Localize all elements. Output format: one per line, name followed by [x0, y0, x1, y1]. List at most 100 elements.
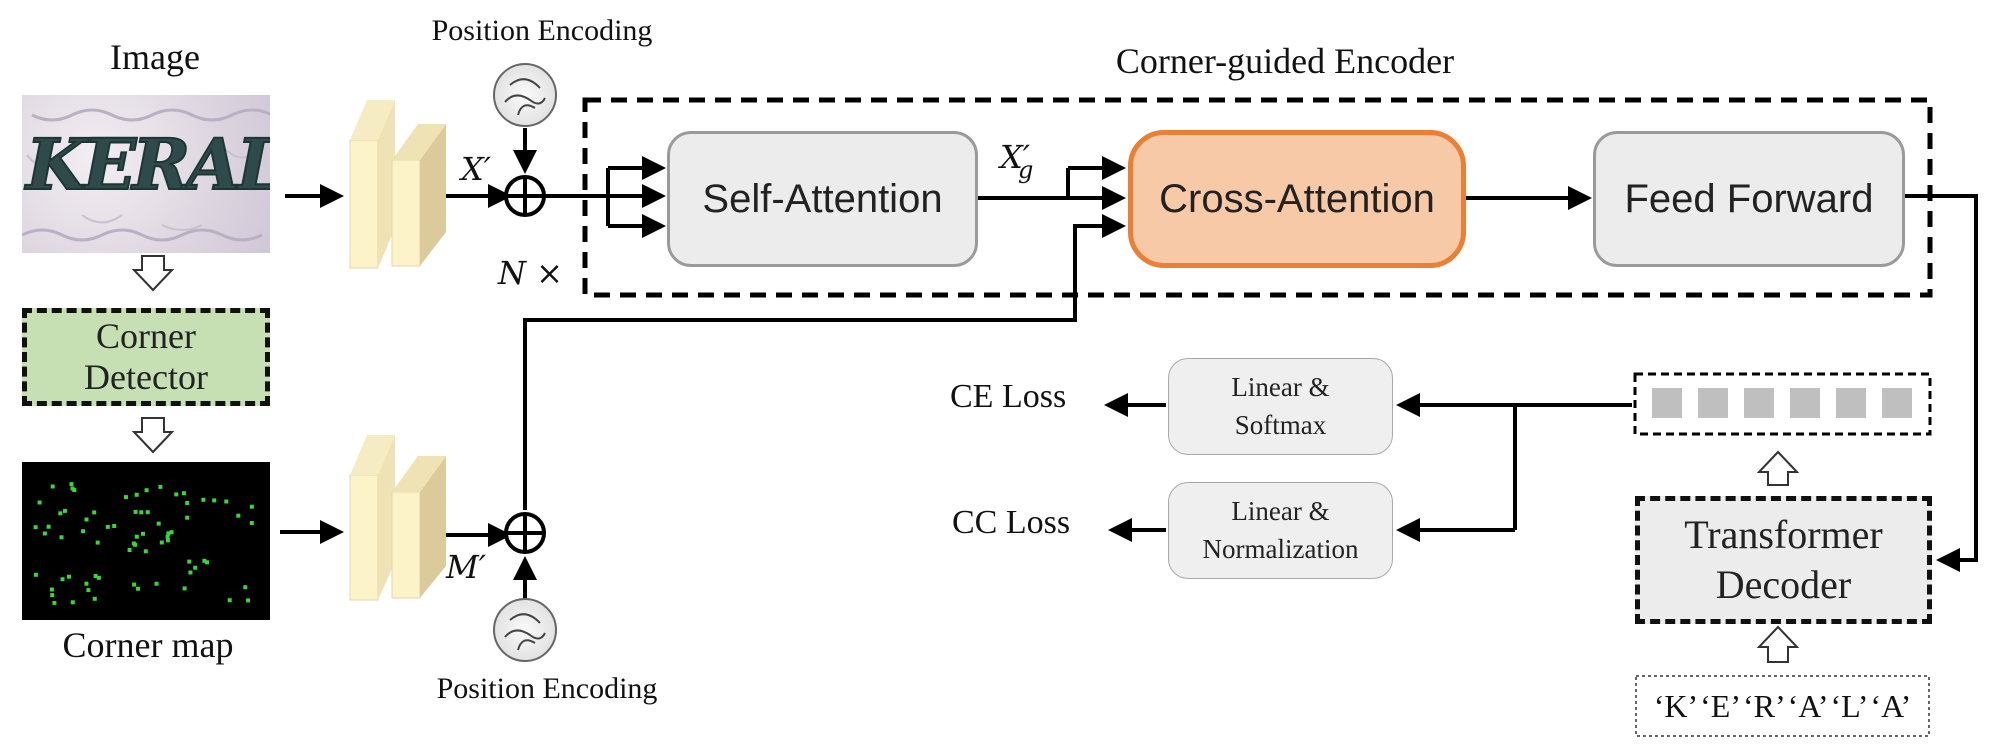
corner-point: [187, 559, 192, 564]
self-attention-box: Self-Attention: [667, 131, 978, 267]
hollow-arrow-icon: [1756, 450, 1800, 486]
token-box: [1635, 675, 1930, 737]
cc-loss-label: CC Loss: [952, 504, 1071, 541]
corner-point: [165, 538, 170, 543]
corner-point: [127, 548, 132, 552]
corner-point: [84, 581, 89, 586]
token: ‘E’: [1700, 688, 1741, 724]
position-encoding-label-bottom: Position Encoding: [436, 672, 658, 705]
corner-point: [70, 600, 75, 605]
corner-point: [42, 531, 47, 536]
token: ‘A’: [1870, 688, 1912, 724]
corner-point: [60, 577, 65, 582]
hollow-arrow-icon: [131, 417, 175, 454]
corner-detector-line2: Detector: [84, 357, 208, 397]
corner-point: [165, 534, 170, 539]
corner-point: [181, 491, 186, 496]
corner-point: [33, 572, 38, 577]
corner-point: [188, 570, 193, 575]
corner-point: [212, 498, 217, 503]
corner-detector-line1: Corner: [96, 315, 196, 356]
add-operator-top: [504, 175, 546, 217]
corner-point: [156, 521, 161, 526]
input-image: KERALA: [22, 95, 270, 253]
image-label: Image: [110, 37, 200, 77]
corner-point: [144, 488, 149, 493]
corner-point: [236, 513, 241, 518]
x-prime-label: X′: [461, 150, 492, 188]
feed-forward-label: Feed Forward: [1624, 176, 1874, 221]
corner-point: [224, 499, 229, 504]
image-text: KERALA: [25, 122, 270, 207]
corner-point: [158, 484, 163, 489]
corner-point: [67, 574, 71, 579]
corner-point: [139, 510, 144, 515]
corner-point: [159, 540, 164, 545]
add-operator-bottom: [504, 512, 546, 554]
corner-point: [95, 540, 100, 545]
m-prime-label: M′: [446, 548, 487, 586]
token-sequence: ‘K’‘E’‘R’‘A’‘L’‘A’: [1636, 688, 1929, 725]
feed-forward-box: Feed Forward: [1593, 131, 1905, 267]
corner-point: [96, 575, 101, 580]
cross-attention-box: Cross-Attention: [1128, 130, 1466, 268]
corner-point: [124, 495, 128, 500]
corner-point: [58, 511, 63, 516]
corner-point: [33, 525, 38, 530]
corner-point: [145, 510, 150, 515]
self-attention-label: Self-Attention: [702, 176, 943, 221]
token: ‘A’: [1787, 688, 1829, 724]
corner-point: [182, 586, 187, 591]
position-encoding-icon: [493, 598, 557, 662]
linear-softmax-line2: Softmax: [1234, 409, 1327, 440]
corner-point: [37, 500, 42, 505]
transformer-decoder-line2: Decoder: [1715, 562, 1852, 607]
corner-point: [141, 531, 145, 536]
token: ‘K’: [1653, 688, 1699, 724]
corner-point: [59, 535, 64, 540]
corner-point: [52, 600, 57, 605]
x-g-prime-label: X′g: [1000, 138, 1034, 184]
corner-point: [185, 515, 190, 520]
corner-point: [201, 497, 206, 502]
corner-point: [92, 510, 97, 515]
corner-point: [202, 558, 207, 563]
n-times-label: N ×: [498, 254, 563, 292]
corner-point: [46, 524, 51, 529]
corner-point: [134, 492, 139, 497]
cross-attention-label: Cross-Attention: [1159, 176, 1435, 221]
corner-point: [249, 504, 254, 509]
corner-point: [81, 529, 86, 534]
corner-map-label: Corner map: [62, 625, 234, 665]
corner-point: [249, 521, 254, 525]
corner-map: [22, 462, 270, 620]
encoder-title: Corner-guided Encoder: [1115, 41, 1455, 81]
feature-extractor-bottom: [349, 435, 446, 601]
hollow-arrow-icon: [1756, 625, 1800, 663]
corner-point: [84, 517, 89, 522]
corner-point: [243, 585, 248, 590]
corner-point: [93, 574, 98, 578]
corner-point: [136, 586, 140, 591]
corner-point: [131, 541, 136, 546]
linear-softmax-box: Linear & Softmax: [1168, 358, 1393, 455]
corner-point: [50, 593, 55, 598]
transformer-decoder-box: Transformer Decoder: [1635, 496, 1932, 624]
corner-point: [70, 486, 75, 491]
linear-normalization-line1: Linear &: [1231, 495, 1330, 526]
corner-point: [92, 596, 97, 601]
position-encoding-label-top: Position Encoding: [431, 14, 653, 47]
corner-point: [50, 484, 55, 489]
corner-point: [169, 530, 174, 535]
corner-point: [246, 598, 251, 603]
corner-point: [205, 560, 209, 565]
linear-normalization-line2: Normalization: [1202, 533, 1359, 564]
linear-normalization-box: Linear & Normalization: [1168, 482, 1393, 579]
corner-point: [227, 598, 232, 603]
decoder-output-sequence: [1633, 372, 1932, 436]
corner-point: [154, 581, 159, 586]
corner-point: [185, 501, 190, 505]
token: ‘L’: [1830, 688, 1869, 724]
corner-point: [105, 524, 110, 529]
